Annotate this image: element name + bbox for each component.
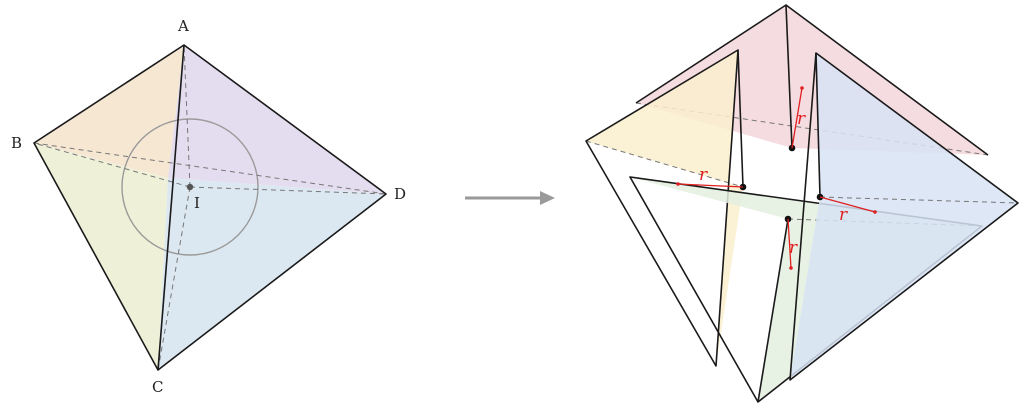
arrow-head	[540, 191, 555, 205]
label-A: A	[177, 17, 189, 35]
face-CDx	[158, 178, 386, 370]
label-D: D	[394, 185, 406, 203]
radius-label-left: r	[699, 165, 708, 185]
label-I: I	[194, 194, 200, 212]
insphere	[121, 118, 259, 256]
radius-bottom: r	[787, 218, 798, 270]
pyramid-blue-edge	[815, 52, 821, 198]
radius-segment-left	[677, 183, 744, 188]
pyramid-green-edge	[757, 218, 789, 403]
pyramid-blue-face	[790, 53, 1018, 380]
hidden-I-B	[33, 142, 191, 188]
incenter-point	[186, 183, 194, 191]
radius-label-top: r	[797, 109, 806, 129]
pyramids-figure: r r r r	[585, 4, 1019, 403]
pyramid-yellow-edge	[737, 49, 744, 188]
radius-top: r	[791, 86, 806, 149]
hidden-I-D	[189, 186, 387, 195]
radius-segment-right	[819, 196, 876, 213]
label-C: C	[152, 378, 163, 396]
radius-label-right: r	[839, 205, 848, 225]
edge-AC	[157, 44, 185, 371]
pyramid-blue-outline	[789, 52, 1019, 381]
radius-foot-top	[800, 86, 804, 90]
radius-foot-bottom	[789, 266, 793, 270]
hidden-I-C	[157, 186, 191, 371]
tetrahedron-figure: A B C D I	[11, 17, 406, 396]
radius-foot-right	[873, 210, 877, 214]
transform-arrow	[465, 191, 555, 205]
pyramid-left-yellow	[585, 49, 744, 367]
face-BCx	[34, 143, 168, 370]
pyramid-yellow-face	[586, 50, 743, 366]
radius-right: r	[819, 196, 877, 225]
face-ADx	[168, 45, 386, 194]
radius-foot-left	[676, 182, 680, 186]
pyramid-right-blue	[789, 52, 1019, 381]
radius-label-bottom: r	[789, 238, 798, 258]
label-B: B	[11, 134, 22, 152]
radius-left: r	[676, 165, 744, 188]
pyramid-yellow-outline	[585, 49, 739, 367]
face-ABx	[34, 45, 184, 178]
pyramid-blue-hidden	[819, 196, 1019, 204]
pyramid-yellow-hidden	[585, 140, 744, 188]
pyramid-pink-edge	[785, 4, 793, 149]
radius-segment-top	[791, 87, 803, 149]
radius-segment-bottom	[787, 218, 792, 269]
hidden-I-A	[183, 44, 191, 188]
